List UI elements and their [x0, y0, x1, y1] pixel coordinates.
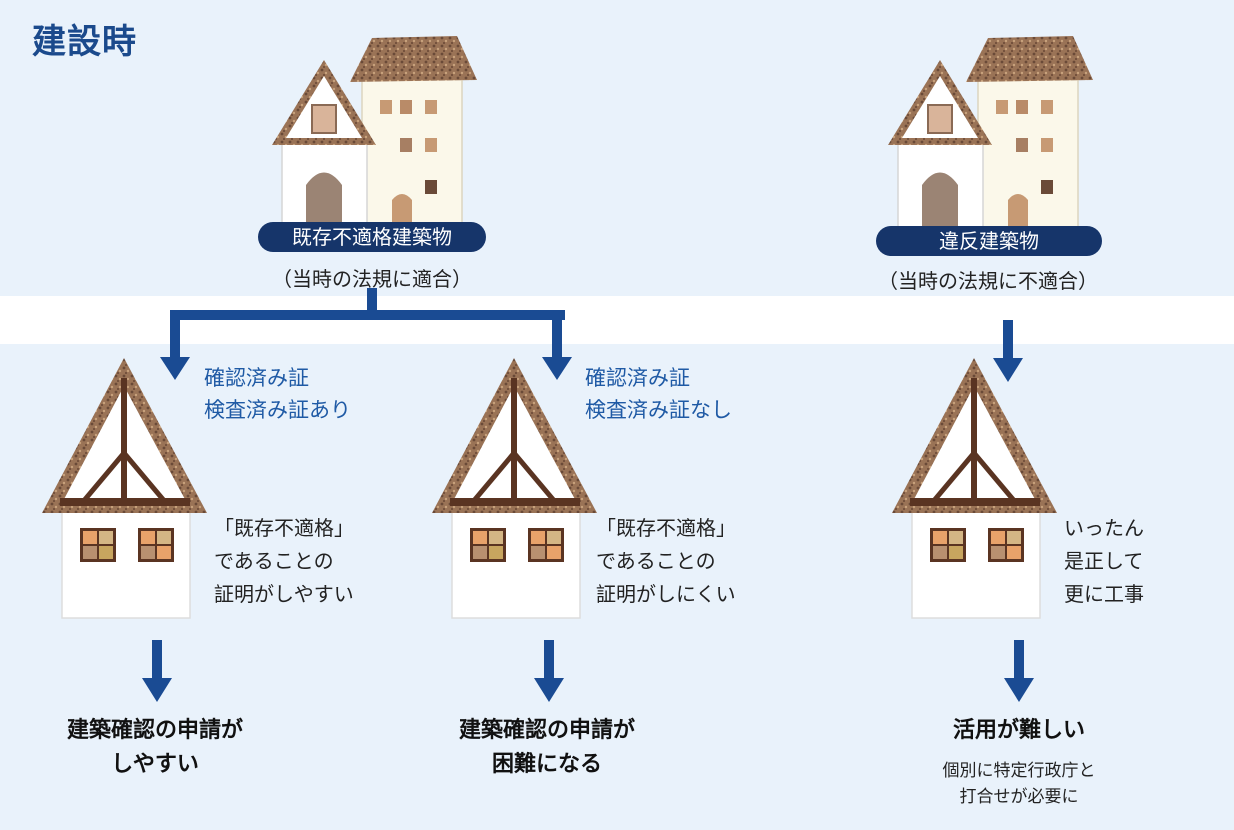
description-line: いったん: [1064, 516, 1144, 540]
result-line: 建築確認の申請が: [458, 718, 635, 743]
violation-badge: 違反建築物: [876, 226, 1102, 256]
timber-house-icon: [432, 358, 597, 618]
description-hard-proof: 「既存不適格」 であることの 証明がしにくい: [596, 512, 736, 611]
description-line: 「既存不適格」: [214, 516, 354, 540]
result-line: しやすい: [111, 752, 199, 777]
split-arrow: [160, 288, 572, 380]
description-line: 証明がしやすい: [214, 582, 354, 606]
result-difficult-application: 建築確認の申請が 困難になる: [402, 714, 692, 782]
branch-label-line: 確認済み証: [585, 366, 690, 390]
existing-nonconforming-caption: （当時の法規に適合）: [272, 267, 472, 291]
result-line: 建築確認の申請が: [66, 718, 243, 743]
description-correct-first: いったん 是正して 更に工事: [1064, 512, 1144, 611]
branch-label-line: 確認済み証: [204, 366, 309, 390]
result-line: 活用が難しい: [952, 718, 1085, 743]
description-easy-proof: 「既存不適格」 であることの 証明がしやすい: [214, 512, 354, 611]
description-line: 「既存不適格」: [596, 516, 736, 540]
description-line: 更に工事: [1064, 582, 1144, 606]
description-line: 是正して: [1064, 549, 1144, 573]
timber-house-icon: [42, 358, 207, 618]
result-line: 困難になる: [491, 752, 602, 777]
page-title: 建設時: [32, 22, 137, 62]
house-pair-icon: [887, 35, 1094, 236]
note-consult-authority: 個別に特定行政庁と 打合せが必要に: [894, 758, 1144, 810]
timber-house-icon: [892, 358, 1057, 618]
description-line: であることの: [596, 549, 716, 573]
description-line: であることの: [214, 549, 334, 573]
branch-label-line: 検査済み証あり: [204, 398, 351, 422]
branch-label-without-certificate: 確認済み証 検査済み証なし: [585, 362, 732, 426]
note-line: 個別に特定行政庁と: [942, 761, 1096, 781]
down-arrow: [993, 320, 1023, 382]
result-arrow: [142, 640, 1034, 702]
branch-label-with-certificate: 確認済み証 検査済み証あり: [204, 362, 351, 426]
existing-nonconforming-badge: 既存不適格建築物: [258, 222, 486, 252]
result-hard-to-use: 活用が難しい: [904, 714, 1134, 748]
result-easy-application: 建築確認の申請が しやすい: [10, 714, 300, 782]
violation-caption: （当時の法規に不適合）: [878, 269, 1098, 293]
description-line: 証明がしにくい: [596, 582, 736, 606]
branch-label-line: 検査済み証なし: [585, 398, 732, 422]
note-line: 打合せが必要に: [959, 787, 1079, 807]
house-pair-icon: [271, 35, 478, 236]
